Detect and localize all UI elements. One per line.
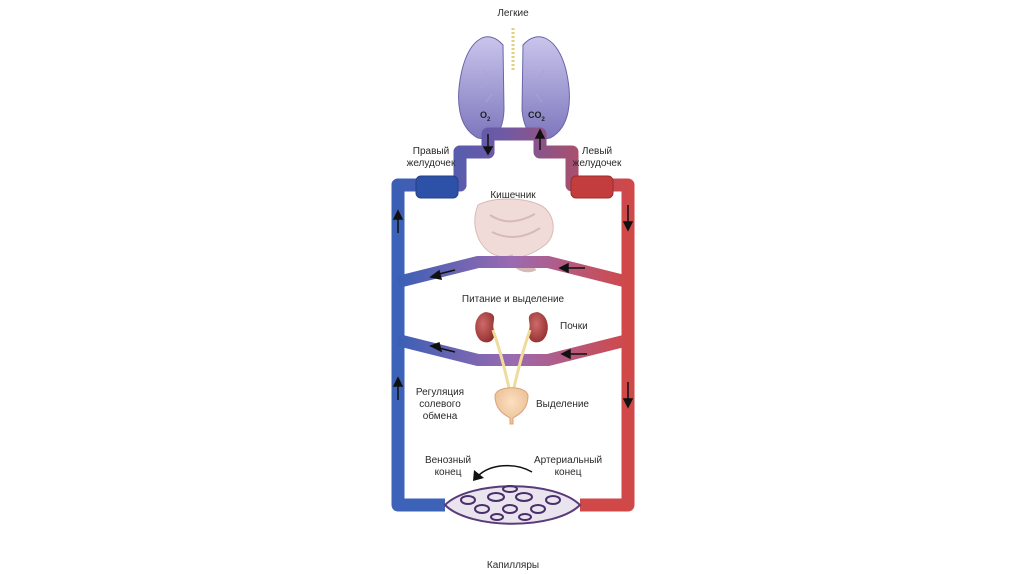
left-kidney-icon [475, 312, 495, 343]
venous-end-label: Венозный конец [424, 455, 472, 478]
o2-label: O2 [480, 110, 491, 123]
capillaries-label: Капилляры [486, 560, 540, 571]
flow-arrows [392, 128, 634, 409]
kidney-connection [396, 334, 630, 366]
lungs-label: Легкие [497, 8, 529, 19]
intestine-label: Кишечник [490, 190, 536, 201]
intestine-connection [396, 256, 630, 288]
bladder-icon [494, 387, 529, 425]
right-kidney-icon [528, 312, 548, 343]
co2-label: CO2 [528, 110, 545, 123]
nutrition-excretion-label: Питание и выделение [461, 294, 565, 305]
kidneys-label: Почки [560, 321, 588, 332]
left-ventricle-label: Левый желудочек [572, 146, 622, 169]
arterial-end-label: Артериальный конец [533, 455, 603, 478]
capillary-network [443, 485, 582, 525]
venous-arterial-arc-arrow [477, 464, 533, 477]
lungs-icon [458, 28, 570, 140]
left-ventricle-shape [570, 175, 614, 199]
excretion-label: Выделение [536, 399, 589, 410]
right-ventricle-label: Правый желудочек [406, 146, 456, 169]
salt-regulation-label: Регуляция солевого обмена [415, 387, 465, 422]
right-ventricle-shape [415, 175, 459, 199]
